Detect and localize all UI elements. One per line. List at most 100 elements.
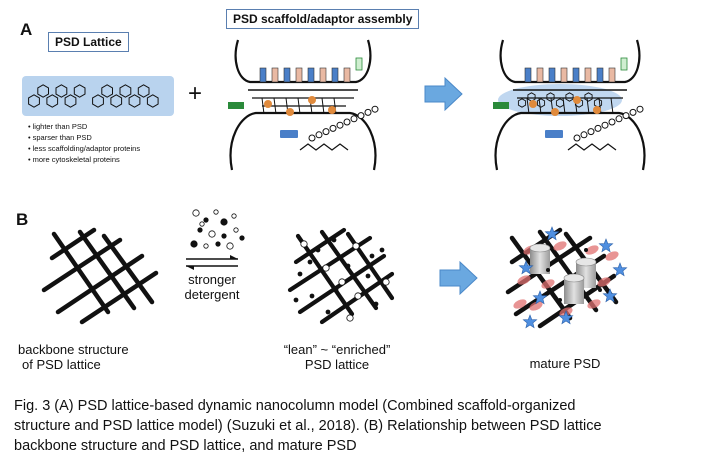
receptor-shape — [319, 67, 327, 83]
list-item: more cytoskeletal proteins — [28, 154, 140, 165]
actin-bead — [343, 118, 351, 126]
protein-blob — [529, 301, 543, 311]
detergent-particle — [192, 209, 200, 217]
lattice-particle — [373, 301, 379, 307]
hexagon-shape — [110, 94, 123, 108]
scaffold-strand — [610, 97, 614, 115]
lattice-particle — [558, 298, 562, 302]
actin-bead — [587, 128, 595, 136]
lattice-particle — [293, 297, 299, 303]
lattice-particle — [546, 268, 550, 272]
actin-bead — [329, 124, 337, 132]
hexagon-shape — [565, 92, 574, 102]
figure-caption: Fig. 3 (A) PSD lattice-based dynamic nan… — [14, 398, 602, 454]
actin-bead — [629, 108, 637, 116]
lattice-particle — [322, 264, 330, 272]
star-protein-icon — [602, 288, 618, 303]
scaffold-strand — [538, 97, 542, 115]
protein-blob — [597, 277, 611, 287]
scaffold-strand — [261, 97, 265, 115]
star-protein-icon — [544, 226, 560, 241]
detergent-particle — [231, 213, 237, 219]
backbone-lattice-illustration — [41, 227, 159, 325]
hexagon-shape — [55, 84, 68, 98]
list-item: less scaffolding/adaptor proteins — [28, 143, 140, 154]
synapse-diagram-scaffold — [229, 39, 377, 171]
star-protein-icon — [598, 238, 614, 253]
membrane-protein-shape — [228, 102, 244, 109]
scaffold-strand — [297, 97, 301, 115]
psd-lattice-illustration — [22, 76, 174, 116]
detergent-particle — [197, 227, 203, 233]
actin-bead — [336, 121, 344, 129]
hexagon-shape — [536, 98, 546, 108]
scaffold-strand — [526, 97, 530, 115]
actin-bead — [580, 131, 588, 139]
lattice-particle — [584, 248, 588, 252]
lean-enriched-label: “lean” ~ “enriched” PSD lattice — [283, 342, 391, 372]
backbone-label: backbone structure of PSD lattice — [18, 342, 129, 372]
protein-blob — [513, 299, 527, 309]
actin-bead — [350, 115, 358, 123]
protein-dot — [328, 106, 336, 114]
detergent-particle — [199, 221, 205, 227]
receptor-shape — [596, 67, 604, 83]
receptor-shape — [331, 67, 339, 83]
hexagon-shape — [517, 98, 527, 108]
receptor-shape — [536, 67, 544, 83]
lattice-particle — [369, 253, 375, 259]
actin-bead — [322, 128, 330, 136]
detergent-particle — [213, 209, 219, 215]
star-protein-icon — [558, 310, 574, 325]
cylinder-top — [575, 257, 597, 267]
detergent-particle — [190, 240, 198, 248]
membrane-protein-shape — [493, 102, 509, 109]
lattice-properties-list: lighter than PSD sparser than PSD less s… — [28, 121, 140, 165]
protein-blob — [517, 275, 531, 285]
lattice-particle — [346, 314, 354, 322]
actin-bead — [308, 134, 316, 142]
receptor-shape — [620, 57, 628, 71]
mature-psd-label: mature PSD — [529, 356, 601, 371]
lattice-particle — [333, 287, 339, 293]
detergent-particle — [221, 233, 227, 239]
receptor-shape — [295, 67, 303, 83]
arrow-b-icon — [439, 260, 478, 296]
detergent-particle — [220, 218, 228, 226]
detergent-particle — [239, 235, 245, 241]
lattice-particle — [598, 288, 602, 292]
list-item: sparser than PSD — [28, 132, 140, 143]
star-protein-icon — [522, 314, 538, 329]
psd-scaffold-title: PSD scaffold/adaptor assembly — [226, 9, 420, 29]
receptor-shape — [584, 67, 592, 83]
hexagon-shape — [137, 84, 150, 98]
protein-dot — [593, 106, 601, 114]
plus-sign: + — [188, 80, 203, 107]
panel-b-letter: B — [16, 210, 29, 229]
equilibrium-arrows-icon — [186, 255, 238, 270]
lattice-particle — [338, 278, 346, 286]
cylinder-top — [529, 243, 551, 253]
scaffold-strand — [273, 97, 277, 115]
lattice-particle — [354, 292, 362, 300]
lattice-particle — [315, 247, 321, 253]
lattice-particle — [331, 237, 337, 243]
hexagon-shape — [146, 94, 159, 108]
nanocolumn-cylinder — [530, 248, 550, 274]
hexagon-shape — [101, 84, 113, 98]
protein-blob — [541, 279, 555, 289]
star-protein-icon — [532, 290, 548, 305]
detergent-particle — [208, 230, 216, 238]
protein-blob — [605, 251, 619, 261]
actin-bead — [364, 108, 372, 116]
detergent-particle — [233, 227, 239, 233]
hexagon-shape — [28, 94, 40, 108]
lattice-particle — [307, 259, 313, 265]
detergent-particle — [215, 241, 221, 247]
adaptor-shape — [280, 130, 298, 138]
actin-bead — [601, 121, 609, 129]
scaffold-strand — [321, 97, 325, 115]
panel-a-letter: A — [20, 20, 33, 39]
detergent-particle — [226, 242, 234, 250]
actin-bead — [608, 118, 616, 126]
